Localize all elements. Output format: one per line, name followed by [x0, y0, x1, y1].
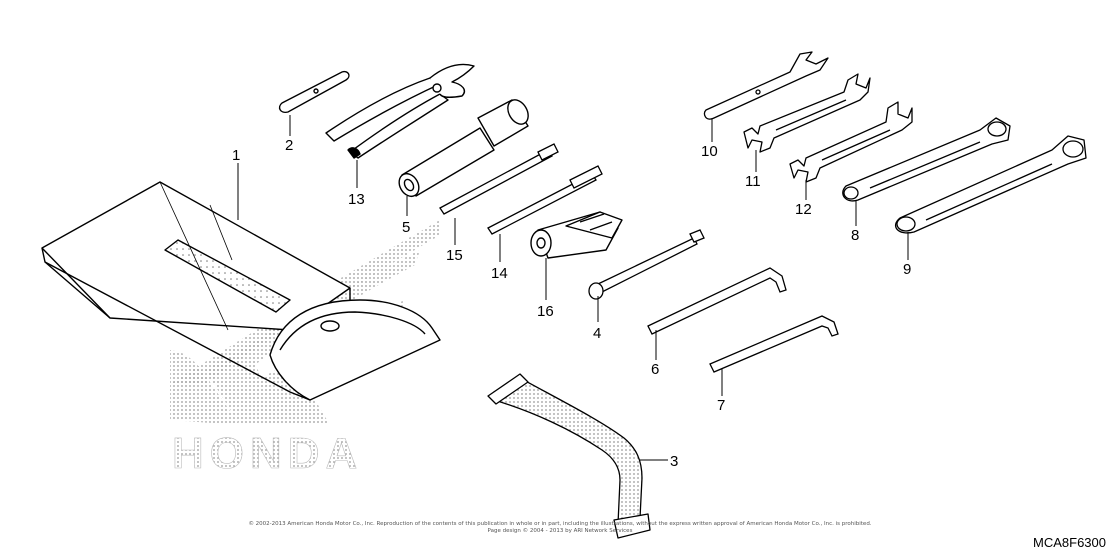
hex-key-small — [709, 315, 839, 373]
callout-16[interactable]: 16 — [537, 303, 554, 320]
extension-bar — [588, 229, 705, 300]
callout-8[interactable]: 8 — [851, 227, 859, 244]
callout-6[interactable]: 6 — [651, 361, 659, 378]
strap — [487, 373, 651, 539]
callout-10[interactable]: 10 — [701, 143, 718, 160]
flat-wrench — [278, 70, 350, 114]
callout-15[interactable]: 15 — [446, 247, 463, 264]
ring-wrench-9 — [895, 135, 1087, 234]
double-wrench-11 — [743, 73, 871, 153]
callout-11[interactable]: 11 — [745, 173, 761, 190]
callout-1[interactable]: 1 — [232, 147, 240, 164]
double-wrench-12 — [789, 101, 913, 183]
leader-lines — [237, 115, 909, 461]
diagram-code: MCA8F6300 — [1033, 535, 1106, 550]
ring-wrench-8 — [842, 117, 1011, 202]
honda-wordmark-watermark: HONDA — [172, 429, 363, 478]
callout-2[interactable]: 2 — [285, 137, 293, 154]
callout-3[interactable]: 3 — [670, 453, 678, 470]
callout-13[interactable]: 13 — [348, 191, 365, 208]
callout-5[interactable]: 5 — [402, 219, 410, 236]
pliers — [325, 63, 475, 159]
screwdriver-shaft — [439, 143, 559, 215]
screwdriver-handle — [530, 211, 623, 259]
screwdriver-bit — [487, 165, 603, 235]
tool-bag — [41, 181, 441, 401]
copyright-line-2: Page design © 2004 - 2013 by ARI Network… — [487, 528, 633, 534]
flat-wrench-10 — [703, 51, 829, 120]
callout-12[interactable]: 12 — [795, 201, 812, 218]
hex-key-large — [647, 267, 787, 335]
copyright-notice: © 2002-2013 American Honda Motor Co., In… — [200, 521, 920, 535]
copyright-line-1: © 2002-2013 American Honda Motor Co., In… — [248, 521, 872, 527]
spark-plug-wrench — [398, 99, 529, 198]
callout-14[interactable]: 14 — [491, 265, 508, 282]
callout-7[interactable]: 7 — [717, 397, 725, 414]
callouts: 1 2 3 4 5 6 7 8 9 10 11 12 13 14 15 16 — [232, 137, 911, 470]
callout-9[interactable]: 9 — [903, 261, 911, 278]
callout-4[interactable]: 4 — [593, 325, 601, 342]
